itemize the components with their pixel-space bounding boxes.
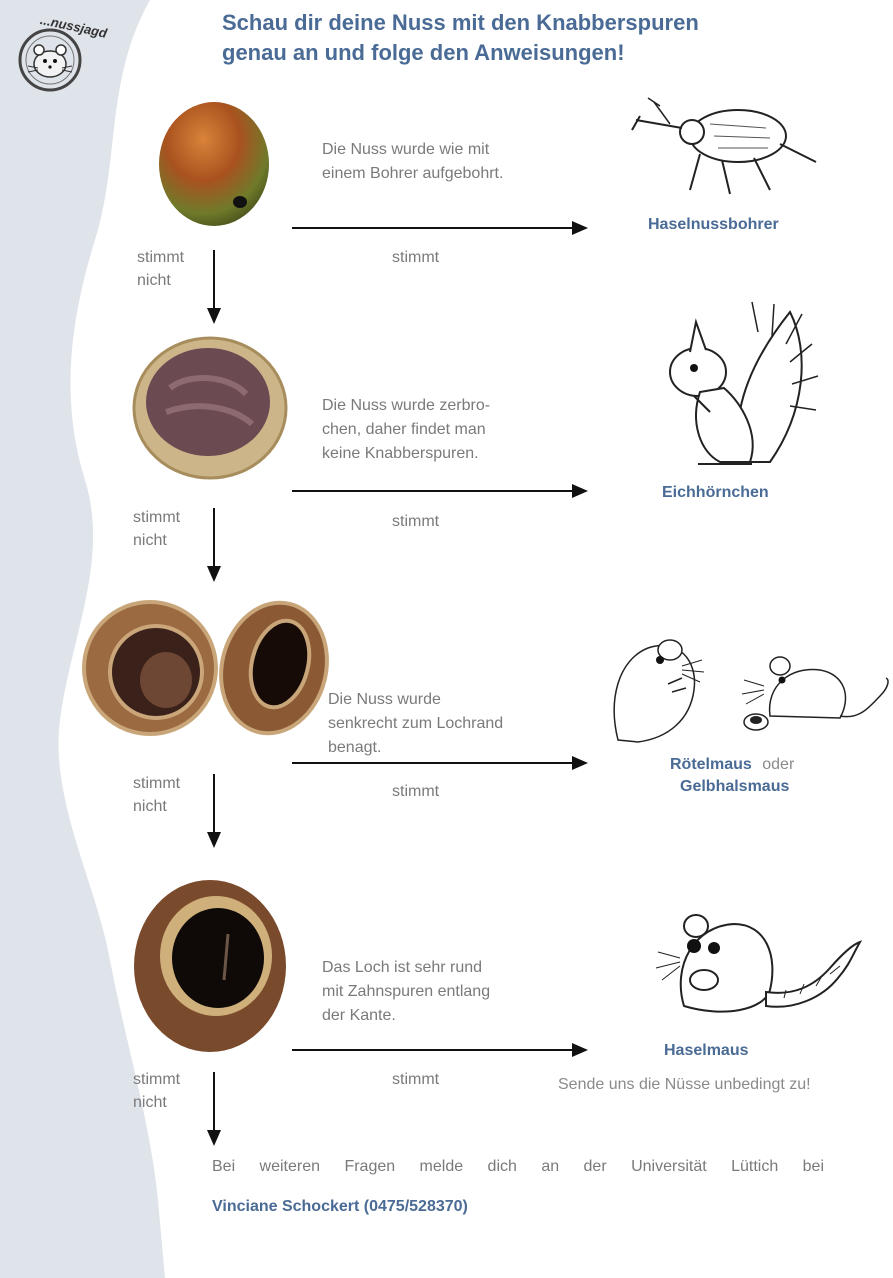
step-3-description: Die Nuss wurde senkrecht zum Lochrand be…: [328, 688, 503, 760]
no-label-line: nicht: [133, 529, 180, 552]
step-2-no-arrow: [204, 506, 224, 586]
wood-mouse-icon: [740, 636, 890, 736]
title-line-1: Schau dir deine Nuss mit den Knabberspur…: [222, 8, 862, 38]
round-hole-nut-image: [130, 876, 290, 1056]
step-3-no-label: stimmt nicht: [133, 772, 180, 818]
step-3-no-arrow: [204, 772, 224, 852]
step-3-animal-pair: Rötelmaus oder: [670, 756, 794, 774]
step-4-desc-line: der Kante.: [322, 1004, 490, 1028]
step-2-animal: Eichhörnchen: [662, 484, 769, 502]
page-title: Schau dir deine Nuss mit den Knabberspur…: [222, 8, 862, 68]
no-label-line: nicht: [133, 795, 180, 818]
step-3-yes-arrow: [290, 753, 590, 773]
step-1-no-label: stimmt nicht: [137, 246, 184, 292]
step-1-description: Die Nuss wurde wie mit einem Bohrer aufg…: [322, 138, 503, 186]
step-1-yes-arrow: [290, 218, 590, 238]
step-4-yes-arrow: [290, 1040, 590, 1060]
step-2-description: Die Nuss wurde zerbro- chen, daher finde…: [322, 394, 490, 466]
step-4-desc-line: Das Loch ist sehr rund: [322, 956, 490, 980]
step-3-or-label: oder: [762, 756, 794, 773]
footer-contact: Vinciane Schockert (0475/528370): [212, 1198, 468, 1216]
step-4-desc-line: mit Zahnspuren entlang: [322, 980, 490, 1004]
step-3-animal-a: Rötelmaus: [670, 756, 752, 773]
gnawed-nuts-image: [82, 596, 332, 746]
step-2-desc-line: keine Knabberspuren.: [322, 442, 490, 466]
step-1-no-arrow: [204, 248, 224, 328]
step-4-animal: Haselmaus: [664, 1042, 749, 1060]
step-1-yes-label: stimmt: [392, 246, 439, 269]
footer-text: Bei weiteren Fragen melde dich an der Un…: [212, 1158, 824, 1176]
no-label-line: stimmt: [133, 772, 180, 795]
title-line-2: genau an und folge den Anweisungen!: [222, 38, 862, 68]
step-3-yes-label: stimmt: [392, 780, 439, 803]
step-1-animal: Haselnussbohrer: [648, 216, 779, 234]
no-label-line: nicht: [137, 269, 184, 292]
step-4-yes-label: stimmt: [392, 1068, 439, 1091]
step-2-desc-line: Die Nuss wurde zerbro-: [322, 394, 490, 418]
step-2-yes-arrow: [290, 481, 590, 501]
broken-nut-image: [130, 332, 290, 482]
step-3-desc-line: Die Nuss wurde: [328, 688, 503, 712]
step-1-desc-line: Die Nuss wurde wie mit: [322, 138, 503, 162]
no-label-line: stimmt: [133, 1068, 180, 1091]
bank-vole-icon: [598, 620, 718, 750]
logo: ...nussjagd: [8, 6, 128, 101]
step-4-description: Das Loch ist sehr rund mit Zahnspuren en…: [322, 956, 490, 1028]
step-2-no-label: stimmt nicht: [133, 506, 180, 552]
drilled-nut-image: [150, 98, 280, 228]
no-label-line: stimmt: [137, 246, 184, 269]
step-3-animal-b: Gelbhalsmaus: [680, 778, 789, 796]
step-1-desc-line: einem Bohrer aufgebohrt.: [322, 162, 503, 186]
no-label-line: nicht: [133, 1091, 180, 1114]
squirrel-icon: [640, 292, 820, 472]
step-2-yes-label: stimmt: [392, 510, 439, 533]
step-3-desc-line: senkrecht zum Lochrand: [328, 712, 503, 736]
weevil-icon: [630, 94, 830, 204]
step-4-no-arrow: [204, 1070, 224, 1150]
step-4-no-label: stimmt nicht: [133, 1068, 180, 1114]
step-2-desc-line: chen, daher findet man: [322, 418, 490, 442]
no-label-line: stimmt: [133, 506, 180, 529]
step-4-extra-note: Sende uns die Nüsse unbedingt zu!: [558, 1076, 811, 1094]
dormouse-icon: [654, 906, 864, 1026]
